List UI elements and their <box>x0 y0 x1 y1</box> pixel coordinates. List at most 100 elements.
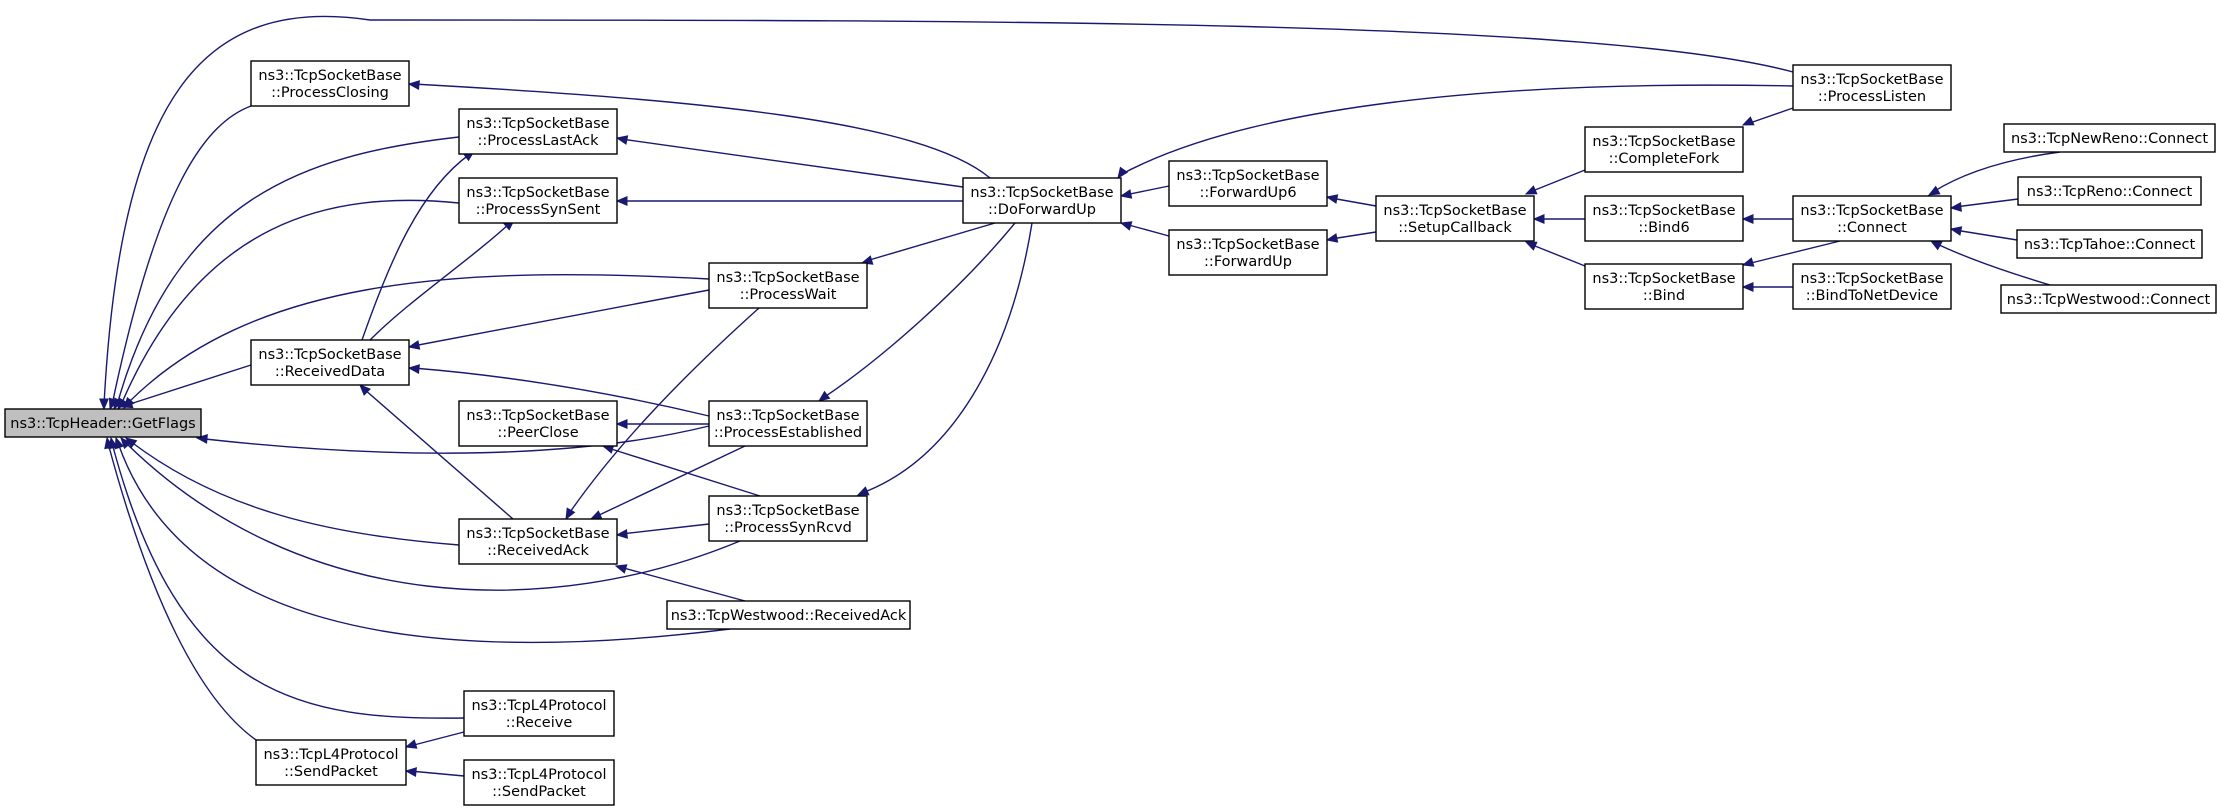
edge-newRenoConnect-to-connect <box>1927 151 2061 196</box>
edge-arrowhead <box>1741 257 1755 267</box>
node-tcpL4SendPacket1[interactable]: ns3::TcpL4Protocol::SendPacket <box>255 739 407 786</box>
edge-line <box>594 445 746 518</box>
node-westwoodReceivedAck[interactable]: ns3::TcpWestwood::ReceivedAck <box>666 600 911 630</box>
edge-doForwardUp-to-processLastAck <box>615 135 964 188</box>
edge-arrowhead <box>1949 202 1962 212</box>
edge-line <box>103 15 1794 406</box>
node-processSynRcvd[interactable]: ns3::TcpSocketBase::ProcessSynRcvd <box>708 495 868 542</box>
edge-line <box>1330 231 1377 240</box>
node-label-line: ::PeerClose <box>497 425 578 441</box>
node-label-line: ns3::TcpSocketBase <box>1800 203 1943 219</box>
edge-line <box>412 289 710 347</box>
node-tahoeConnect[interactable]: ns3::TcpTahoe::Connect <box>2016 229 2203 259</box>
edge-line <box>409 731 465 747</box>
node-processClosing[interactable]: ns3::TcpSocketBase::ProcessClosing <box>250 60 410 107</box>
node-label-line: ::Bind6 <box>1638 220 1689 236</box>
node-box <box>1792 195 1952 242</box>
node-setupCallback[interactable]: ns3::TcpSocketBase::SetupCallback <box>1375 195 1535 242</box>
node-processListen[interactable]: ns3::TcpSocketBase::ProcessListen <box>1792 64 1952 111</box>
edge-setupCallback-to-forwardUp <box>1325 231 1377 243</box>
edge-line <box>1746 107 1794 125</box>
edge-forwardUp6-to-doForwardUp <box>1119 185 1170 199</box>
edge-arrowhead <box>1741 116 1755 126</box>
node-completeFork[interactable]: ns3::TcpSocketBase::CompleteFork <box>1584 126 1744 173</box>
node-connect[interactable]: ns3::TcpSocketBase::Connect <box>1792 195 1952 242</box>
edge-arrowhead <box>615 135 629 145</box>
edge-receivedAck-to-getflags <box>124 437 460 546</box>
edges-layer <box>99 15 2061 777</box>
edge-westwoodReceivedAck-to-receivedAck <box>614 564 746 602</box>
node-tcpL4Receive[interactable]: ns3::TcpL4Protocol::Receive <box>463 690 615 737</box>
edge-bindToNetDevice-to-bind <box>1741 282 1793 292</box>
node-receivedAck[interactable]: ns3::TcpSocketBase::ReceivedAck <box>458 518 618 565</box>
node-forwardUp6[interactable]: ns3::TcpSocketBase::ForwardUp6 <box>1168 160 1328 207</box>
node-bind[interactable]: ns3::TcpSocketBase::Bind <box>1584 263 1744 310</box>
node-box <box>1792 263 1952 310</box>
edge-line <box>1746 240 1841 265</box>
edge-arrowhead <box>404 739 418 749</box>
node-newRenoConnect[interactable]: ns3::TcpNewReno::Connect <box>2003 123 2216 153</box>
edge-line <box>1124 223 1170 237</box>
node-box <box>2003 123 2216 153</box>
node-bind6[interactable]: ns3::TcpSocketBase::Bind6 <box>1584 195 1744 242</box>
node-box <box>962 177 1122 224</box>
node-label-line: ns3::TcpSocketBase <box>1592 203 1735 219</box>
node-getflags[interactable]: ns3::TcpHeader::GetFlags <box>4 408 202 438</box>
edge-doForwardUp-to-processSynSent <box>615 196 963 206</box>
node-receivedData[interactable]: ns3::TcpSocketBase::ReceivedData <box>250 339 410 386</box>
edge-arrowhead <box>1325 233 1339 243</box>
node-label-line: ns3::TcpSocketBase <box>466 185 609 201</box>
edge-arrowhead <box>565 507 576 521</box>
edge-arrowhead <box>1117 166 1129 180</box>
edge-line <box>107 442 257 741</box>
node-processEstablished[interactable]: ns3::TcpSocketBase::ProcessEstablished <box>708 400 868 447</box>
edge-doForwardUp-to-processClosing <box>407 80 991 179</box>
node-label-line: ns3::TcpSocketBase <box>1800 271 1943 287</box>
edge-arrowhead <box>120 437 132 450</box>
node-renoConnect[interactable]: ns3::TcpReno::Connect <box>2017 176 2202 206</box>
node-box <box>463 759 615 806</box>
node-label-line: ns3::TcpSocketBase <box>970 185 1113 201</box>
edge-doForwardUp-to-processWait <box>860 222 996 265</box>
edge-line <box>822 222 1016 399</box>
node-processWait[interactable]: ns3::TcpSocketBase::ProcessWait <box>708 262 868 309</box>
node-box <box>1584 263 1744 310</box>
edge-line <box>620 523 710 535</box>
edge-processListen-to-completeFork <box>1741 107 1794 126</box>
edge-tcpL4Receive-to-getflags <box>108 436 465 719</box>
node-label-line: ns3::TcpReno::Connect <box>2027 184 2193 200</box>
edge-processWait-to-receivedAck <box>565 307 760 521</box>
node-label-line: ns3::TcpSocketBase <box>1592 271 1735 287</box>
edge-arrowhead <box>817 390 831 402</box>
node-box <box>458 108 618 155</box>
edge-doForwardUp-to-processSynRcvd <box>856 222 1033 496</box>
edge-arrowhead <box>615 419 628 429</box>
node-label-line: ::ProcessWait <box>740 287 837 303</box>
node-tcpL4SendPacket2[interactable]: ns3::TcpL4Protocol::SendPacket <box>463 759 615 806</box>
edge-arrowhead <box>123 396 135 409</box>
node-box <box>1168 160 1328 207</box>
node-label-line: ns3::TcpSocketBase <box>258 347 401 363</box>
node-box <box>458 518 618 565</box>
node-box <box>666 600 911 630</box>
edge-tcpL4Receive-to-tcpL4SendPacket1 <box>404 731 465 749</box>
edge-arrowhead <box>404 767 417 777</box>
node-westwoodConnect[interactable]: ns3::TcpWestwood::Connect <box>2000 284 2217 314</box>
edge-processEstablished-to-peerClose <box>615 419 709 429</box>
nodes-layer: ns3::TcpHeader::GetFlagsns3::TcpSocketBa… <box>4 60 2217 806</box>
edge-arrowhead <box>1532 214 1545 224</box>
edge-bind-to-setupCallback <box>1524 241 1586 267</box>
node-doForwardUp[interactable]: ns3::TcpSocketBase::DoForwardUp <box>962 177 1122 224</box>
node-label-line: ns3::TcpSocketBase <box>716 408 859 424</box>
node-forwardUp[interactable]: ns3::TcpSocketBase::ForwardUp <box>1168 229 1328 276</box>
edge-arrowhead <box>114 436 125 450</box>
node-bindToNetDevice[interactable]: ns3::TcpSocketBase::BindToNetDevice <box>1792 263 1952 310</box>
node-box <box>250 60 410 107</box>
node-label-line: ::ProcessLastAck <box>477 133 599 149</box>
node-processSynSent[interactable]: ns3::TcpSocketBase::ProcessSynSent <box>458 177 618 224</box>
node-label-line: ns3::TcpHeader::GetFlags <box>10 416 195 432</box>
edge-arrowhead <box>407 340 421 350</box>
node-processLastAck[interactable]: ns3::TcpSocketBase::ProcessLastAck <box>458 108 618 155</box>
node-peerClose[interactable]: ns3::TcpSocketBase::PeerClose <box>458 400 618 447</box>
edge-processSynRcvd-to-receivedAck <box>615 523 710 539</box>
